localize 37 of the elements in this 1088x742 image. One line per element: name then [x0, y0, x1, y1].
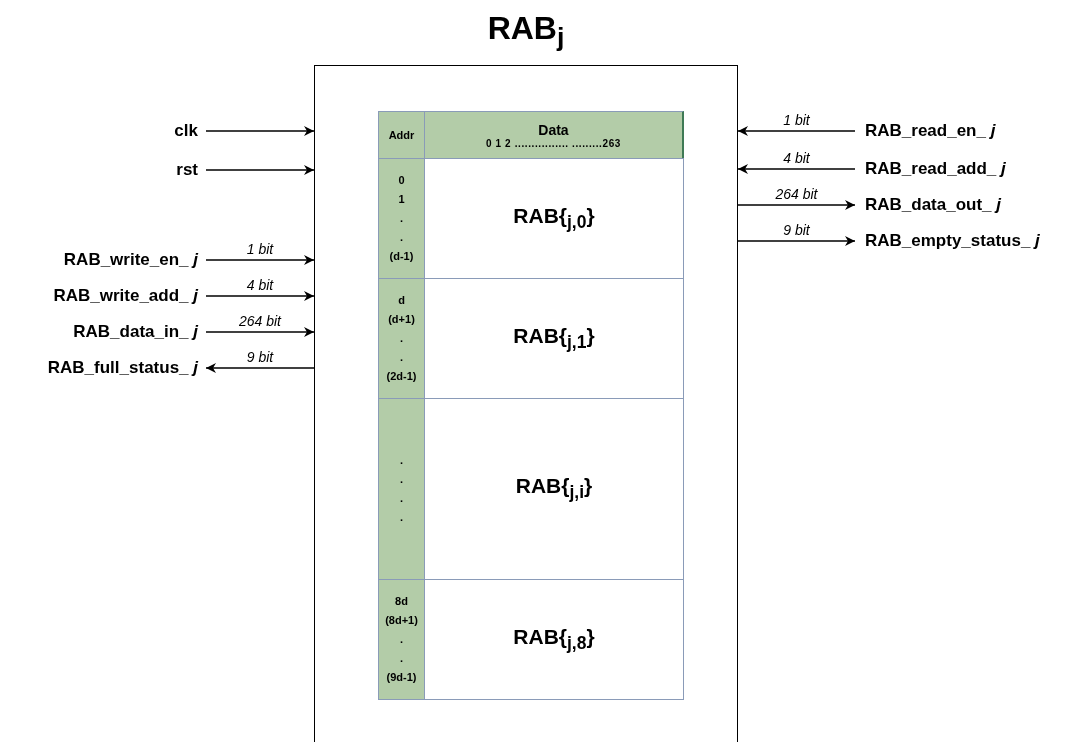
signal-name: rst [176, 159, 198, 181]
memory-bank: RAB{$_{j,8}$} [424, 579, 684, 700]
address-range: d (d+1) . . (2d-1) [378, 278, 425, 399]
arrow [205, 291, 315, 301]
signal-name: RAB_data_in_ j [73, 321, 198, 343]
signal-name: RAB_write_add_ j [53, 285, 198, 307]
arrow [205, 327, 315, 337]
edge-label: 4 bit [783, 150, 810, 166]
edge-label: 1 bit [246, 241, 274, 257]
arrow [205, 165, 315, 175]
signal-name: RAB_full_status_ j [47, 357, 198, 379]
column-heading: Data [538, 121, 569, 138]
table-header: Addr [378, 111, 425, 159]
edge-label: 9 bit [246, 349, 274, 365]
arrow [737, 236, 856, 246]
edge-label: 9 bit [783, 222, 810, 238]
arrow [737, 164, 856, 174]
signal-name: RAB_read_add_ j [865, 158, 1006, 180]
signal-name: RAB_data_out_ j [865, 194, 1002, 216]
edge-label: 4 bit [246, 277, 274, 293]
signal-name: clk [174, 120, 198, 142]
arrow [205, 255, 315, 265]
edge-label: 1 bit [783, 112, 810, 128]
arrow [737, 200, 856, 210]
edge-label: 264 bit [239, 313, 281, 329]
address-range: . . . . [378, 398, 425, 580]
edge-label: 264 bit [775, 186, 818, 202]
address-range: 8d (8d+1) . . (9d-1) [378, 579, 425, 700]
arrow [205, 363, 315, 373]
block-title: RAB$_{j}$ [487, 10, 565, 54]
signal-name: RAB_write_en_ j [63, 249, 198, 271]
bit-index-range: 0 1 2 ................ .........263 [486, 137, 621, 149]
arrow [737, 126, 856, 136]
signal-name: RAB_read_en_ j [865, 120, 996, 142]
address-range: 0 1 . . (d-1) [378, 158, 425, 279]
arrow [205, 126, 315, 136]
signal-name: RAB_empty_status_ j [865, 230, 1040, 252]
